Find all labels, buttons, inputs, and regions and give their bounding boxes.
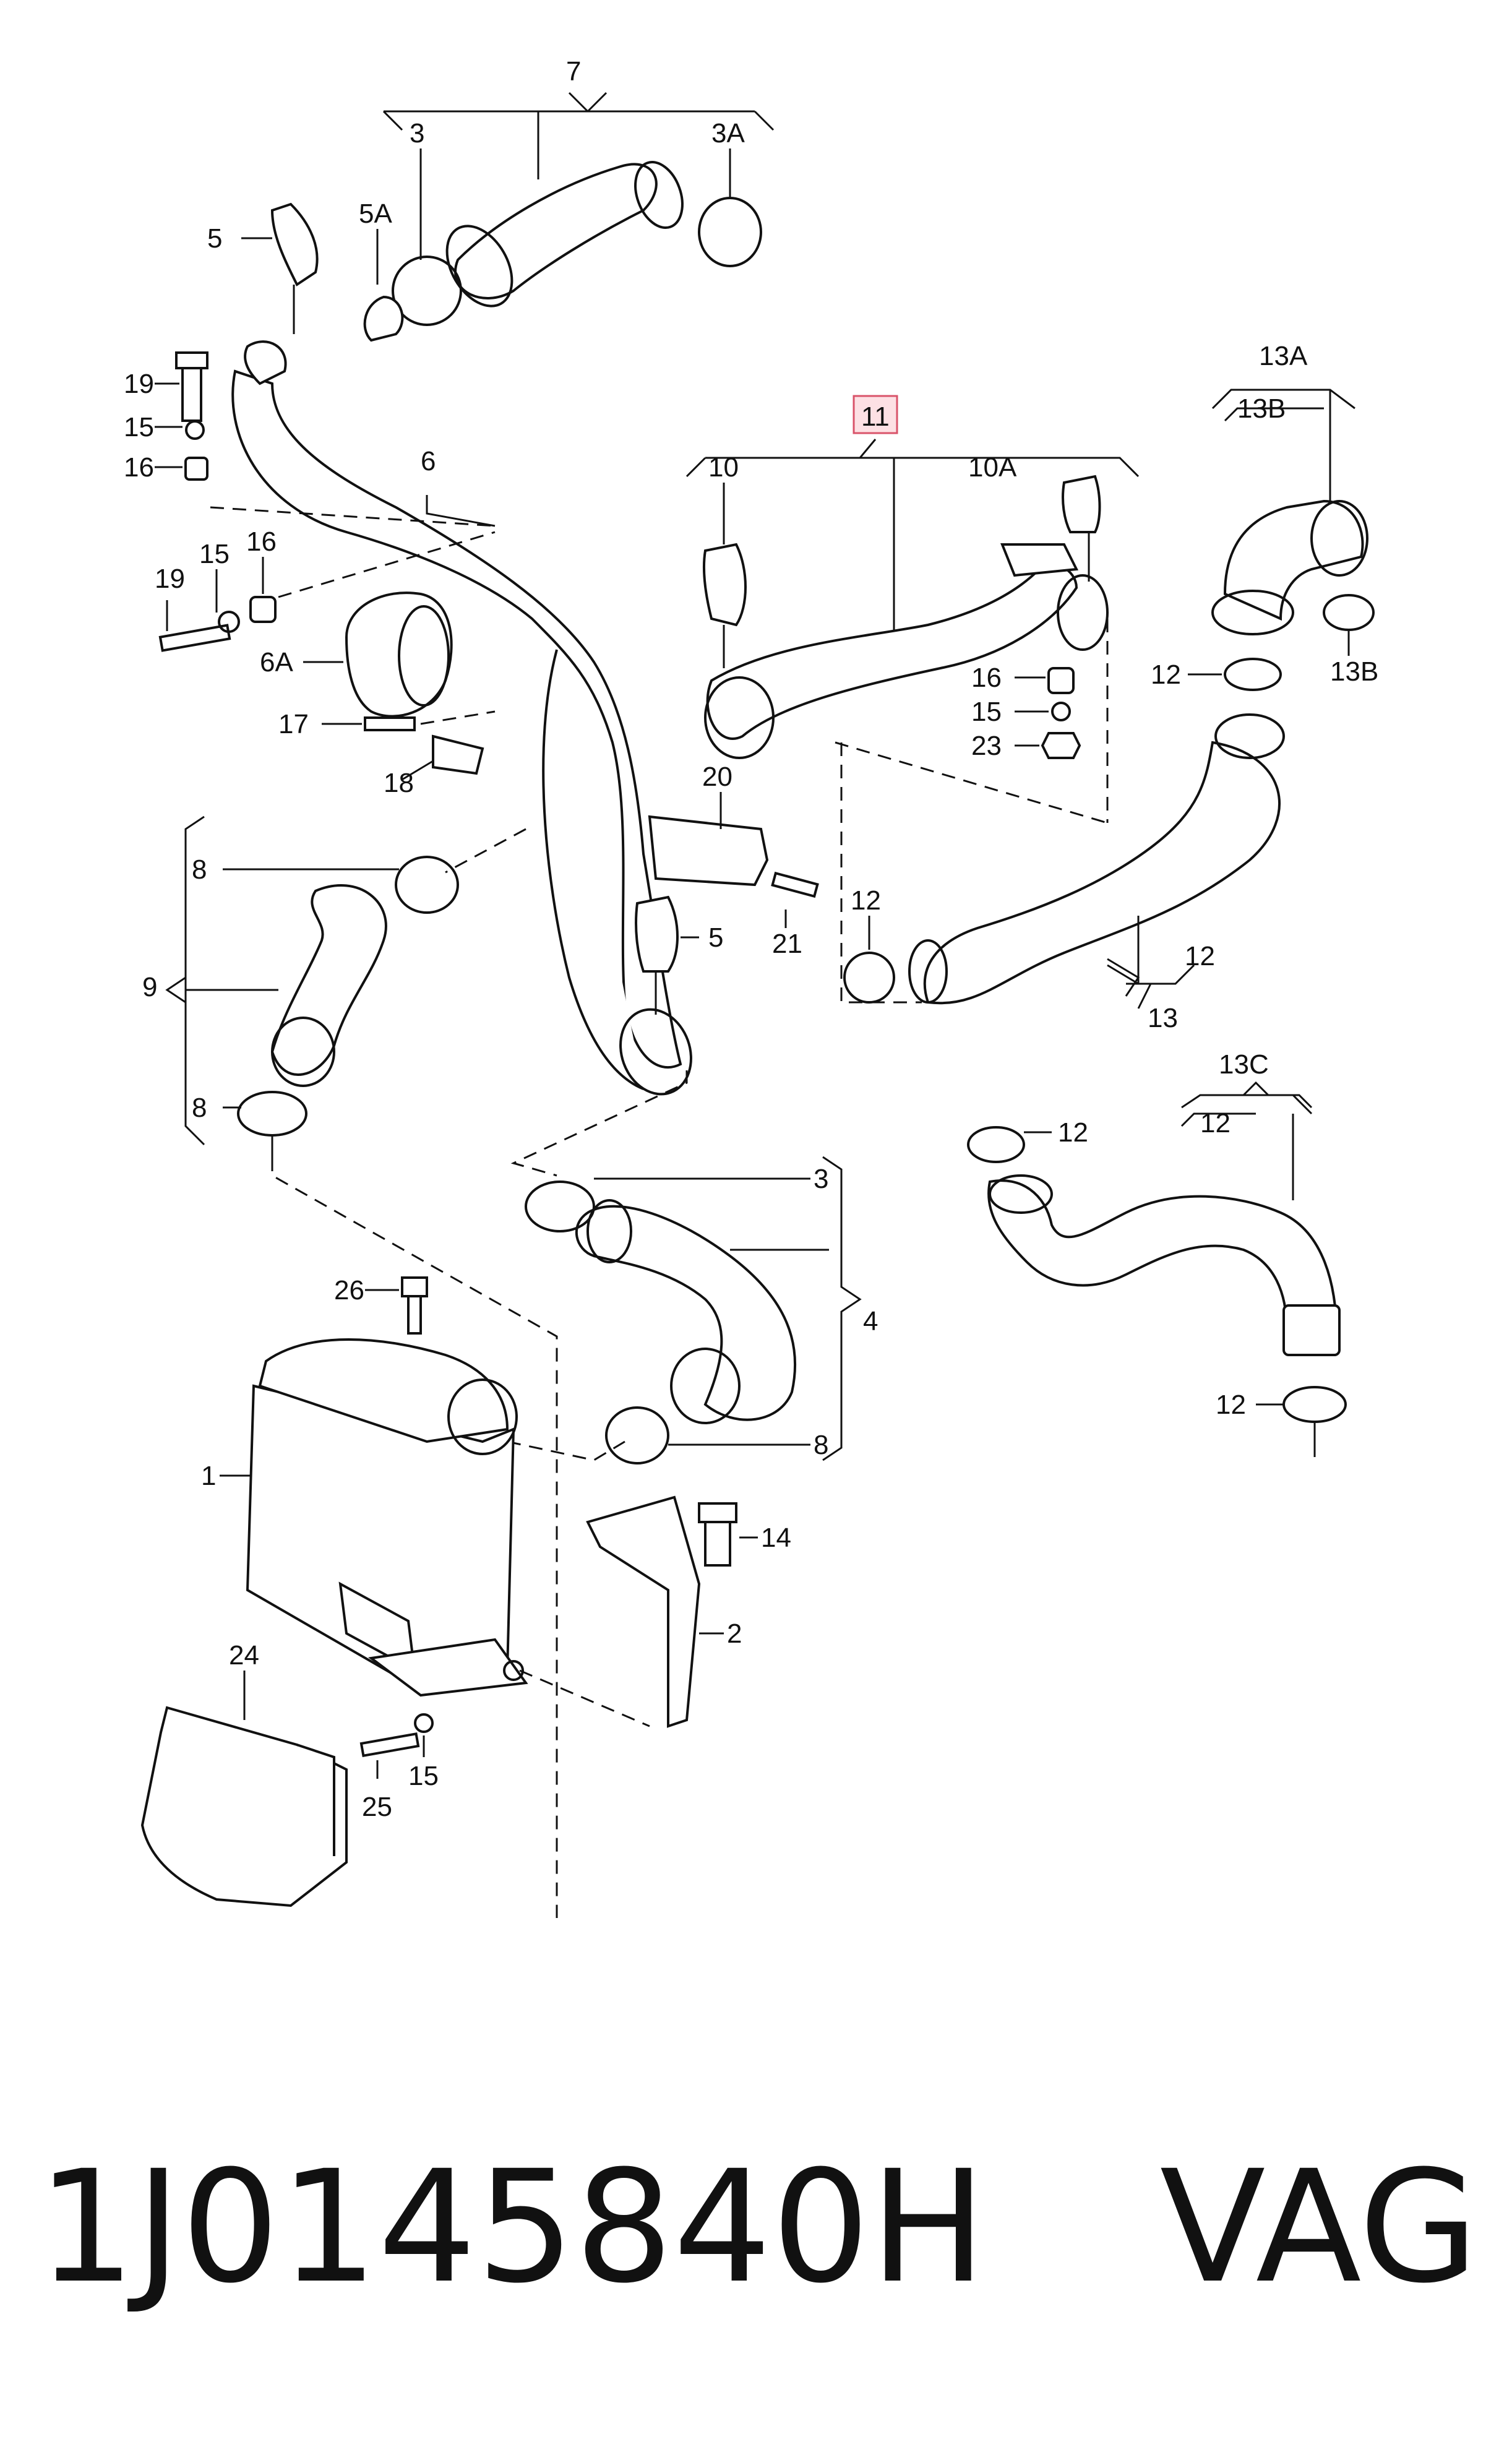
intercooler-1 — [246, 1338, 528, 1697]
label-20: 20 — [702, 762, 732, 792]
label-10: 10 — [708, 452, 739, 483]
part-number: 1J0145840H — [37, 2137, 987, 2317]
left-intake-pipe — [231, 340, 692, 1096]
label-5: 5 — [207, 223, 222, 254]
label-5a: 5A — [359, 199, 392, 229]
label-8-lower: 8 — [192, 1093, 207, 1123]
label-8-right: 8 — [814, 1430, 828, 1460]
hose-13c — [987, 1174, 1341, 1356]
label-13b: 13B — [1237, 393, 1286, 424]
label-6: 6 — [421, 446, 436, 476]
label-11: 11 — [861, 402, 890, 432]
label-16-mid: 16 — [246, 527, 277, 557]
label-12-13c-lower: 12 — [1216, 1390, 1246, 1420]
label-5-mid: 5 — [708, 922, 723, 953]
label-15-lower: 15 — [408, 1761, 439, 1791]
footer: 1J0145840H VAG — [37, 2128, 1479, 2326]
label-12-13: 12 — [1185, 941, 1215, 971]
label-13a: 13A — [1259, 341, 1308, 371]
label-6a: 6A — [260, 647, 293, 677]
bolt-19-upper — [175, 351, 208, 422]
label-12-13c-upper: 12 — [1058, 1117, 1088, 1148]
label-19-upper: 19 — [124, 369, 154, 399]
label-16-upper: 16 — [124, 452, 154, 483]
upper-hose-assembly — [363, 160, 762, 342]
hose-4 — [575, 1199, 797, 1424]
label-15-mid: 15 — [199, 539, 230, 569]
label-15-upper: 15 — [124, 412, 154, 442]
label-25: 25 — [362, 1792, 392, 1822]
label-3a: 3A — [711, 118, 745, 148]
label-8-upper: 8 — [192, 854, 207, 885]
label-19-mid: 19 — [155, 564, 185, 594]
label-15-right: 15 — [971, 697, 1002, 727]
label-26: 26 — [334, 1275, 364, 1305]
label-12-mid: 12 — [851, 885, 881, 916]
label-10a: 10A — [968, 452, 1017, 483]
label-3-mid: 3 — [814, 1164, 828, 1194]
air-duct-24 — [140, 1706, 348, 1907]
part-11-highlight — [853, 395, 898, 434]
label-13: 13 — [1148, 1003, 1178, 1033]
label-1: 1 — [201, 1461, 216, 1491]
label-16-right: 16 — [971, 663, 1002, 693]
label-17: 17 — [278, 709, 309, 739]
label-13c: 13C — [1219, 1049, 1269, 1080]
label-9: 9 — [142, 972, 157, 1002]
label-13b-2: 13B — [1330, 656, 1378, 687]
pipe-13 — [908, 713, 1285, 1005]
label-2: 2 — [727, 1619, 742, 1649]
label-12-13a: 12 — [1151, 660, 1181, 690]
label-7: 7 — [566, 56, 581, 87]
label-24: 24 — [229, 1640, 259, 1671]
hose-9 — [270, 884, 387, 1087]
pipe-10 — [704, 543, 1109, 759]
label-23: 23 — [971, 731, 1002, 761]
label-4: 4 — [863, 1306, 878, 1336]
flange-6a — [345, 591, 453, 718]
label-3: 3 — [410, 118, 424, 148]
elbow-13a — [1211, 499, 1368, 635]
label-14: 14 — [761, 1523, 791, 1553]
label-21: 21 — [772, 929, 802, 959]
brand-label: VAG — [1159, 2137, 1479, 2317]
label-18: 18 — [384, 768, 414, 798]
label-12-13c: 12 — [1200, 1108, 1231, 1138]
